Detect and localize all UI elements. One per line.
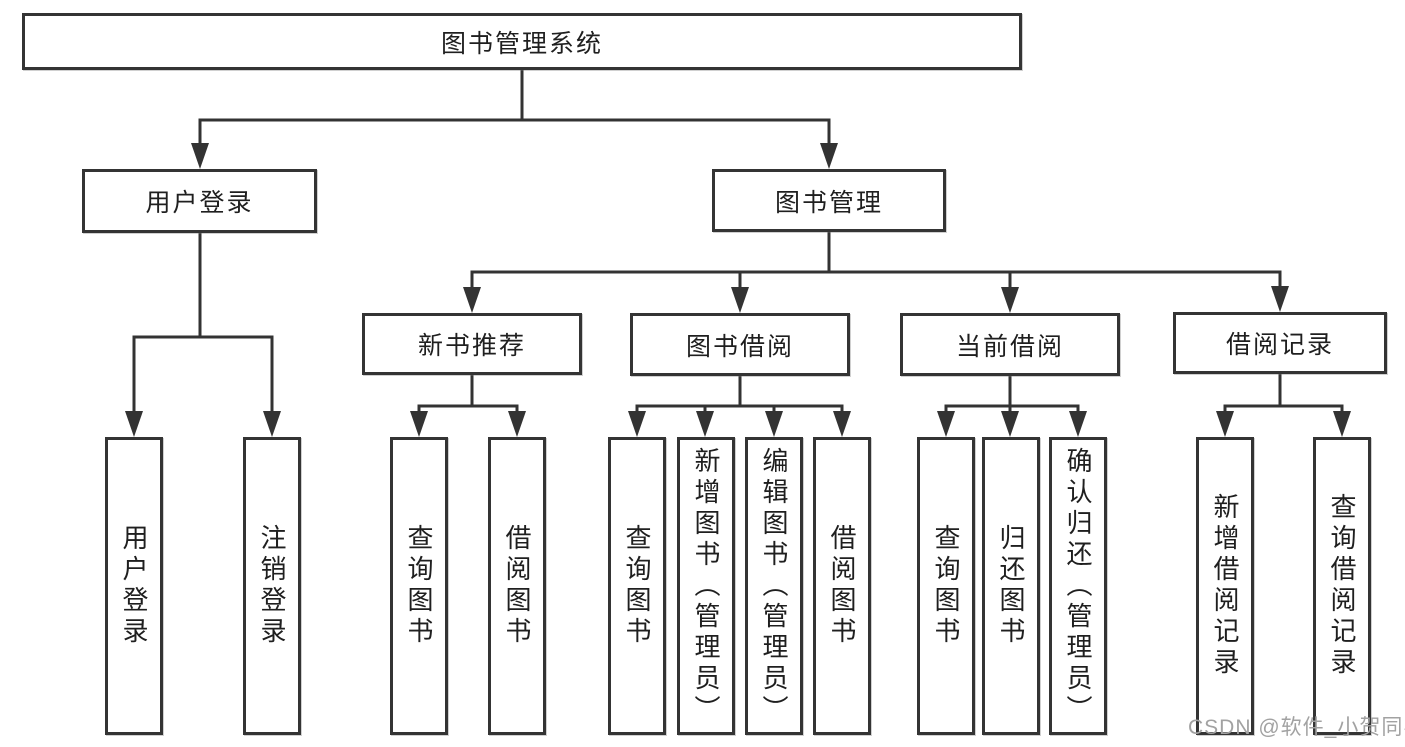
node-user-login: 用户登录 bbox=[82, 169, 317, 233]
node-new-book-recommend: 新书推荐 bbox=[362, 313, 582, 375]
leaf-records-add-record: 新增借阅记录 bbox=[1196, 437, 1254, 735]
leaf-current-query-book-label: 查询图书 bbox=[931, 524, 961, 648]
leaf-newbook-borrow-book-label: 借阅图书 bbox=[502, 524, 532, 648]
leaf-records-query-record: 查询借阅记录 bbox=[1313, 437, 1371, 735]
connector-borrow-to-leaves bbox=[635, 376, 844, 418]
node-user-login-label: 用户登录 bbox=[145, 189, 254, 217]
node-root-label: 图书管理系统 bbox=[440, 29, 603, 58]
leaf-records-query-record-label: 查询借阅记录 bbox=[1327, 493, 1357, 679]
node-root: 图书管理系统 bbox=[22, 13, 1022, 70]
leaf-borrow-borrow-book: 借阅图书 bbox=[813, 437, 871, 735]
connector-root-to-level2 bbox=[198, 70, 831, 150]
node-current-borrow: 当前借阅 bbox=[900, 313, 1120, 376]
leaf-borrow-borrow-book-label: 借阅图书 bbox=[827, 524, 857, 648]
leaf-current-confirm-return-admin: 确认归还（管理员） bbox=[1049, 437, 1107, 735]
leaf-current-confirm-return-admin-label: 确认归还（管理员） bbox=[1063, 446, 1093, 726]
node-borrow-records: 借阅记录 bbox=[1173, 312, 1387, 374]
leaf-borrow-add-book-admin-label: 新增图书（管理员） bbox=[691, 446, 721, 726]
node-book-management-label: 图书管理 bbox=[774, 188, 883, 217]
leaf-borrow-edit-book-admin-label: 编辑图书（管理员） bbox=[759, 446, 789, 726]
leaf-borrow-query-book-label: 查询图书 bbox=[622, 524, 652, 648]
leaf-borrow-add-book-admin: 新增图书（管理员） bbox=[677, 437, 735, 735]
node-book-borrow-label: 图书借阅 bbox=[685, 332, 794, 361]
leaf-current-return-book: 归还图书 bbox=[982, 437, 1040, 735]
leaf-logout: 注销登录 bbox=[243, 437, 301, 735]
node-borrow-records-label: 借阅记录 bbox=[1225, 331, 1334, 359]
leaf-current-return-book-label: 归还图书 bbox=[996, 524, 1026, 648]
leaf-records-add-record-label: 新增借阅记录 bbox=[1210, 493, 1240, 679]
leaf-user-login: 用户登录 bbox=[105, 437, 163, 735]
node-new-book-recommend-label: 新书推荐 bbox=[417, 332, 526, 360]
node-current-borrow-label: 当前借阅 bbox=[955, 332, 1064, 361]
leaf-borrow-edit-book-admin: 编辑图书（管理员） bbox=[745, 437, 803, 735]
node-book-borrow: 图书借阅 bbox=[630, 313, 850, 376]
csdn-watermark: CSDN @软件_小贺同学 bbox=[1188, 716, 1405, 739]
leaf-newbook-query-book-label: 查询图书 bbox=[404, 524, 434, 648]
connector-mgmt-to-level3 bbox=[470, 232, 1282, 294]
leaf-current-query-book: 查询图书 bbox=[917, 437, 975, 735]
connector-newbook-to-leaves bbox=[417, 375, 519, 418]
connector-arrowheads bbox=[125, 143, 1351, 437]
connector-login-to-leaves bbox=[132, 233, 274, 418]
leaf-newbook-query-book: 查询图书 bbox=[390, 437, 448, 735]
leaf-newbook-borrow-book: 借阅图书 bbox=[488, 437, 546, 735]
leaf-logout-label: 注销登录 bbox=[257, 524, 287, 648]
connector-records-to-leaves bbox=[1223, 374, 1344, 418]
leaf-user-login-label: 用户登录 bbox=[119, 524, 149, 648]
node-book-management: 图书管理 bbox=[712, 169, 946, 232]
leaf-borrow-query-book: 查询图书 bbox=[608, 437, 666, 735]
